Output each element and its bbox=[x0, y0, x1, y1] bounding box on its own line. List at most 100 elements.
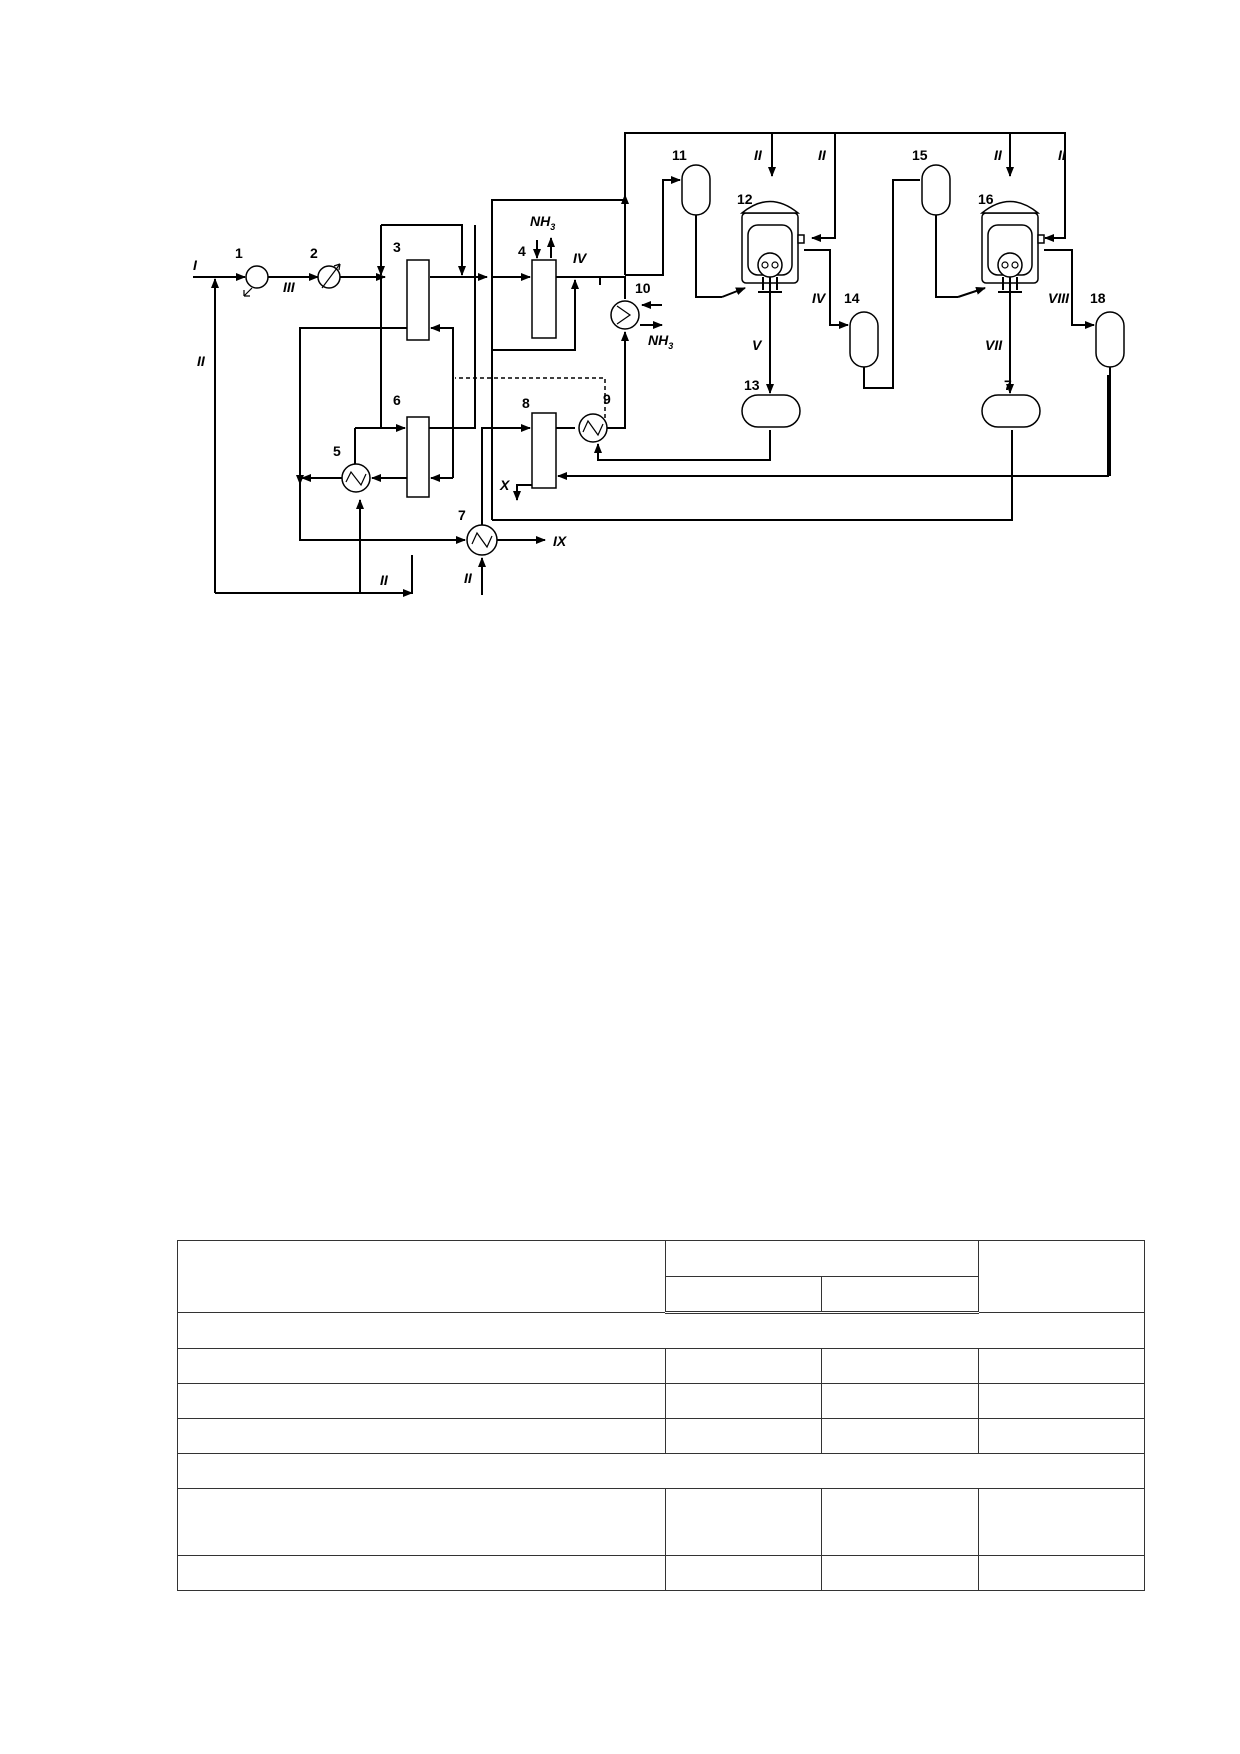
label-7-vessel: 7 bbox=[1004, 377, 1012, 393]
reactor-4 bbox=[531, 259, 557, 339]
line-11-to-12-pump bbox=[721, 287, 746, 298]
vessel-18 bbox=[1095, 311, 1125, 368]
table-row bbox=[177, 1383, 1145, 1419]
line-to-condenser-10 bbox=[600, 276, 626, 299]
line-reactor4-out bbox=[556, 276, 601, 285]
line-bottom-return bbox=[492, 430, 1013, 521]
table-cell bbox=[665, 1555, 822, 1591]
table-row bbox=[177, 1555, 1145, 1591]
nh3-label-bottom: NH3 bbox=[648, 332, 673, 351]
table-cell bbox=[978, 1555, 1145, 1591]
line-to-vessel-11 bbox=[625, 176, 681, 276]
table-cell bbox=[665, 1488, 822, 1556]
line-vertical-main bbox=[491, 199, 625, 520]
table-cell bbox=[978, 1348, 1145, 1384]
stream-III: III bbox=[283, 279, 296, 295]
label-1: 1 bbox=[235, 245, 243, 261]
stream-II-top4: II bbox=[1058, 147, 1067, 163]
hx9-coil bbox=[582, 419, 604, 437]
reactor-12-nozzle bbox=[797, 234, 805, 244]
table-cell bbox=[821, 1418, 979, 1454]
table-row bbox=[177, 1418, 1145, 1454]
stream-II-top1: II bbox=[754, 147, 763, 163]
empty-table bbox=[177, 1240, 1145, 1591]
reactor-16-head bbox=[979, 200, 1041, 214]
line-col3-left-loop bbox=[299, 327, 407, 478]
pump-1 bbox=[245, 265, 269, 289]
table-cell bbox=[978, 1488, 1145, 1556]
vessel-11 bbox=[681, 164, 711, 216]
line-14-to-15 bbox=[863, 179, 920, 389]
vessel-14 bbox=[849, 311, 879, 368]
table-cell bbox=[177, 1555, 666, 1591]
line-top-header bbox=[624, 132, 1066, 242]
table-header-cell bbox=[177, 1240, 666, 1313]
condenser-10 bbox=[610, 300, 640, 330]
table-cell bbox=[177, 1453, 1145, 1489]
hx7-coil bbox=[471, 531, 493, 549]
label-2: 2 bbox=[310, 245, 318, 261]
condenser-10-symbol bbox=[616, 305, 632, 325]
table-cell bbox=[821, 1348, 979, 1384]
reactor-16-nozzle bbox=[1037, 234, 1045, 244]
table-cell bbox=[177, 1383, 666, 1419]
label-3: 3 bbox=[393, 239, 401, 255]
line-II-to-12-side bbox=[811, 133, 836, 242]
table-cell bbox=[665, 1418, 822, 1454]
line-to-reactor4-bottom bbox=[492, 279, 579, 351]
table-cell bbox=[177, 1348, 666, 1384]
pump-1-arrow bbox=[243, 290, 250, 297]
process-flow-diagram: 1 2 3 4 5 6 7 7 8 9 10 11 12 13 14 15 16… bbox=[193, 132, 1125, 597]
line-column3-top bbox=[381, 224, 466, 276]
label-6: 6 bbox=[393, 392, 401, 408]
vessel-7 bbox=[981, 394, 1041, 428]
column-3 bbox=[406, 259, 430, 341]
line-13-to-hx9 bbox=[594, 430, 771, 461]
reactor-12-dot1 bbox=[761, 261, 769, 269]
label-5: 5 bbox=[333, 443, 341, 459]
table-row bbox=[177, 1312, 1145, 1349]
reactor-16-dot1 bbox=[1001, 261, 1009, 269]
reactor-12-bottom bbox=[758, 277, 782, 293]
stream-VII: VII bbox=[985, 337, 1003, 353]
label-9: 9 bbox=[603, 391, 611, 407]
label-7-exchanger: 7 bbox=[458, 507, 466, 523]
label-16: 16 bbox=[978, 191, 994, 207]
stream-II-hx7: II bbox=[464, 570, 473, 586]
stream-I: I bbox=[193, 257, 198, 273]
table-cell bbox=[821, 1555, 979, 1591]
line-18-to-col8 bbox=[557, 375, 1109, 480]
table-cell bbox=[978, 1383, 1145, 1419]
stream-VIII: VIII bbox=[1048, 290, 1070, 306]
line-11-to-12 bbox=[695, 215, 722, 298]
column-6 bbox=[406, 416, 430, 498]
table-header-cell bbox=[821, 1276, 979, 1314]
line-dashed-recycle bbox=[455, 377, 606, 418]
stream-IV-reactor: IV bbox=[573, 250, 588, 266]
vessel-13 bbox=[741, 394, 801, 428]
stream-IV-14: IV bbox=[812, 290, 827, 306]
label-8: 8 bbox=[522, 395, 530, 411]
column-8 bbox=[531, 412, 557, 489]
nh3-label-top: NH3 bbox=[530, 213, 555, 232]
table-cell bbox=[665, 1348, 822, 1384]
reactor-12-dot2 bbox=[771, 261, 779, 269]
line-15-to-16-pump bbox=[957, 287, 986, 298]
line-to-col3-bottom bbox=[430, 324, 454, 478]
stream-V: V bbox=[752, 337, 763, 353]
line-15-to-16 bbox=[935, 215, 958, 298]
line-to-hx7 bbox=[299, 478, 466, 544]
label-4: 4 bbox=[518, 243, 526, 259]
table-cell bbox=[177, 1418, 666, 1454]
label-12: 12 bbox=[737, 191, 753, 207]
table-row bbox=[177, 1488, 1145, 1556]
table-row bbox=[177, 1348, 1145, 1384]
table-header-cell bbox=[665, 1276, 822, 1314]
line-col6-right bbox=[429, 225, 476, 429]
table-cell bbox=[978, 1418, 1145, 1454]
stream-IX: IX bbox=[553, 533, 568, 549]
label-18: 18 bbox=[1090, 290, 1106, 306]
reactor-12-head bbox=[739, 200, 801, 214]
table-header-cell bbox=[665, 1240, 979, 1277]
vessel-15 bbox=[921, 164, 951, 216]
